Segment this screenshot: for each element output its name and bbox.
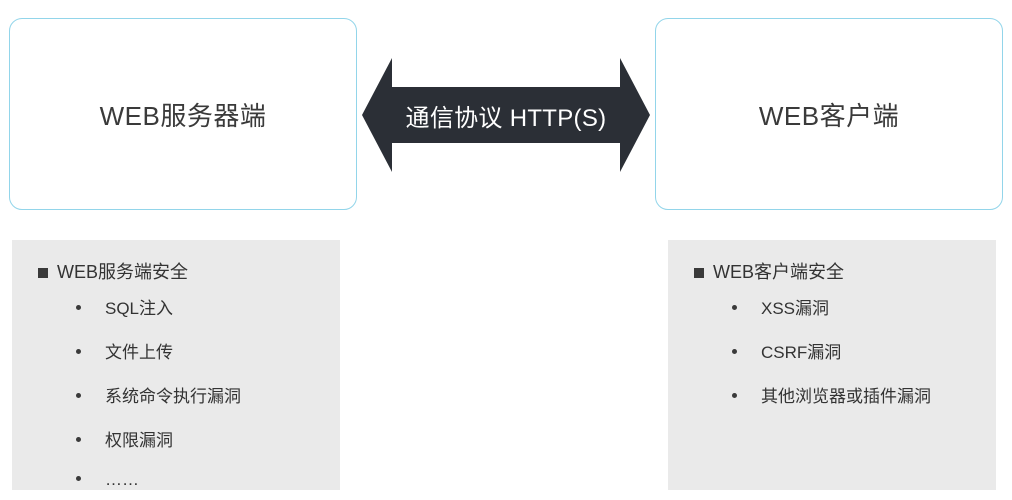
server-panel-heading-text: WEB服务端安全 <box>57 262 189 282</box>
double-headed-arrow-icon <box>362 58 650 172</box>
list-item: …… <box>76 470 326 490</box>
client-panel-heading: WEB客户端安全 <box>694 262 982 284</box>
server-vulnerability-list: SQL注入 文件上传 系统命令执行漏洞 权限漏洞 …… <box>26 294 326 490</box>
dot-bullet-icon <box>76 304 81 310</box>
list-item: SQL注入 <box>76 294 326 319</box>
list-item-label: 权限漏洞 <box>105 430 173 450</box>
list-item: 权限漏洞 <box>76 426 326 451</box>
protocol-connector: 通信协议 HTTP(S) <box>360 56 652 174</box>
square-bullet-icon <box>694 267 704 278</box>
list-item: 其他浏览器或插件漏洞 <box>732 382 982 407</box>
client-vulnerability-list: XSS漏洞 CSRF漏洞 其他浏览器或插件漏洞 <box>682 294 982 407</box>
dot-bullet-icon <box>732 392 737 398</box>
dot-bullet-icon <box>76 392 81 398</box>
square-bullet-icon <box>38 267 48 278</box>
list-item-label: CSRF漏洞 <box>761 342 842 362</box>
list-item: 系统命令执行漏洞 <box>76 382 326 407</box>
list-item-label: …… <box>105 469 139 489</box>
dot-bullet-icon <box>732 304 737 310</box>
list-item-label: 其他浏览器或插件漏洞 <box>761 386 931 406</box>
list-item-label: XSS漏洞 <box>761 298 830 318</box>
list-item-label: 系统命令执行漏洞 <box>105 386 241 406</box>
dot-bullet-icon <box>76 348 81 354</box>
server-security-panel: WEB服务端安全 SQL注入 文件上传 系统命令执行漏洞 权限漏洞 …… <box>12 240 340 490</box>
list-item-label: SQL注入 <box>105 298 174 318</box>
client-node-box: WEB客户端 <box>655 18 1003 210</box>
list-item: 文件上传 <box>76 338 326 363</box>
list-item-label: 文件上传 <box>105 342 173 362</box>
list-item: CSRF漏洞 <box>732 338 982 363</box>
server-node-title: WEB服务器端 <box>99 100 267 131</box>
client-security-panel: WEB客户端安全 XSS漏洞 CSRF漏洞 其他浏览器或插件漏洞 <box>668 240 996 490</box>
server-panel-heading: WEB服务端安全 <box>38 262 326 284</box>
dot-bullet-icon <box>76 475 81 481</box>
dot-bullet-icon <box>732 348 737 354</box>
dot-bullet-icon <box>76 436 81 442</box>
list-item: XSS漏洞 <box>732 294 982 319</box>
server-node-box: WEB服务器端 <box>9 18 357 210</box>
client-node-title: WEB客户端 <box>758 100 900 131</box>
client-panel-heading-text: WEB客户端安全 <box>713 262 845 282</box>
